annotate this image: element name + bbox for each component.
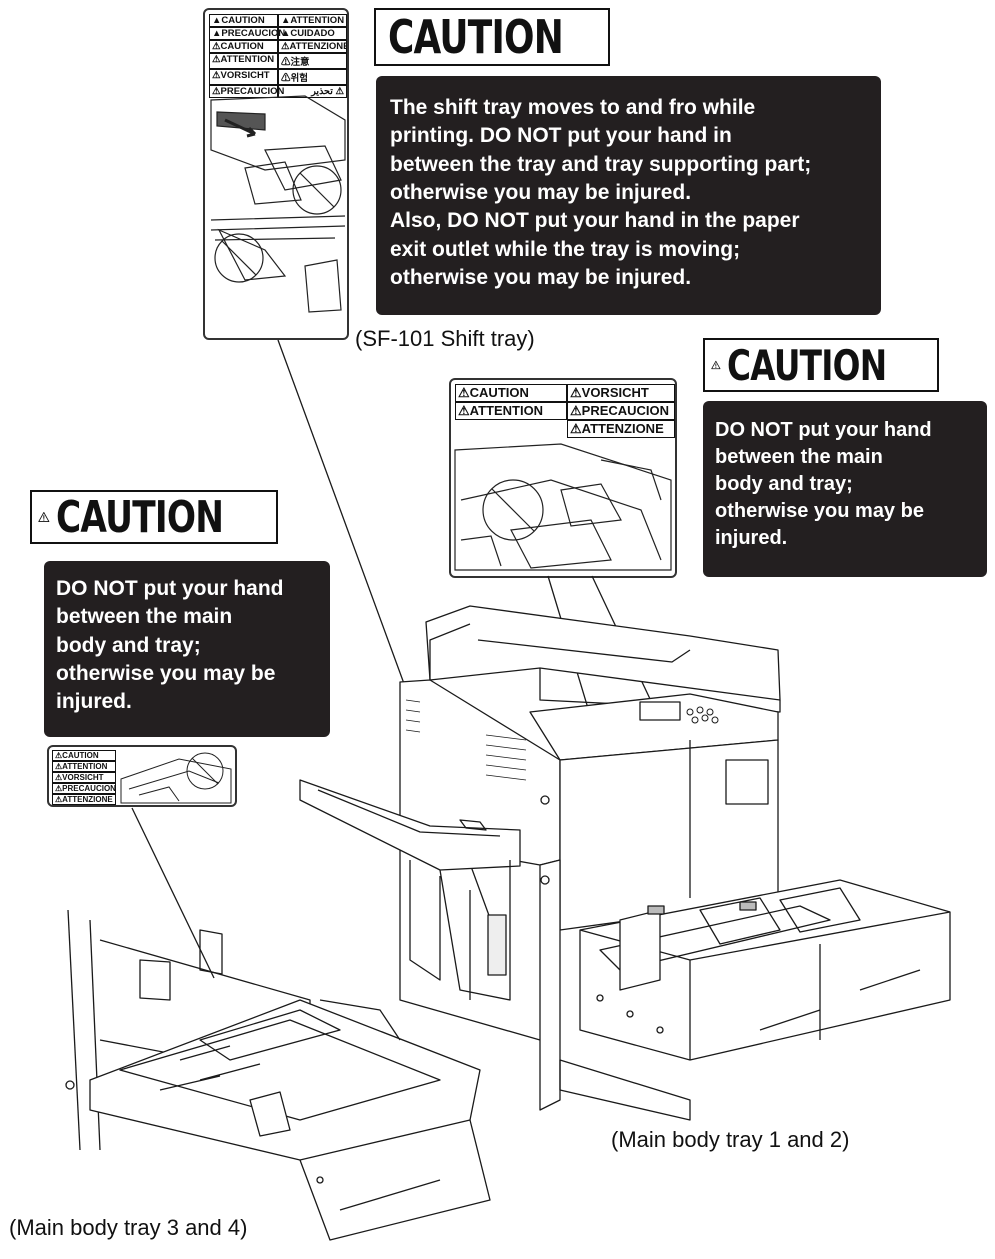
shift-tray-warning-label: ▲CAUTION ▲ATTENTION ▲PRECAUCION ▲CUIDADO… — [203, 8, 349, 340]
label-text: ⚠PRECAUCION — [209, 85, 284, 98]
tray12-label-language-grid: ⚠CAUTION ⚠VORSICHT ⚠ATTENTION ⚠PRECAUCIO… — [455, 384, 675, 438]
shift-tray-label-language-grid: ▲CAUTION ▲ATTENTION ▲PRECAUCION ▲CUIDADO… — [209, 14, 347, 98]
label-text: ⚠注意 — [278, 53, 347, 69]
shift-tray-caption: (SF-101 Shift tray) — [355, 326, 535, 351]
label-text: ⚠ATTENTION — [455, 402, 567, 420]
tray34-label-illustration — [120, 752, 232, 804]
message-line: injured. — [56, 690, 132, 714]
tray34-caution-message: DO NOT put your hand between the main bo… — [44, 561, 330, 737]
label-text: ⚠CAUTION — [52, 750, 116, 761]
shift-tray-caution-message: The shift tray moves to and fro while pr… — [376, 76, 881, 315]
message-line: otherwise you may be — [56, 662, 276, 686]
warning-triangle-icon — [711, 360, 721, 370]
message-line: The shift tray moves to and fro while — [390, 96, 756, 119]
label-text: ▲PRECAUCION — [209, 27, 285, 40]
label-text: ⚠위험 — [278, 69, 347, 85]
message-line: injured. — [715, 527, 788, 549]
label-text: ⚠ATTENTION — [209, 53, 278, 69]
caution-word: CAUTION — [388, 10, 564, 64]
label-text: تحذير ⚠ — [278, 85, 347, 98]
tray12-caption: (Main body tray 1 and 2) — [611, 1127, 850, 1152]
label-text: ⚠ATTENZIONE — [52, 794, 116, 805]
warning-triangle-icon — [38, 511, 50, 523]
label-text: ▲CAUTION — [209, 14, 278, 27]
label-text: ⚠VORSICHT — [52, 772, 116, 783]
label-text: ⚠VORSICHT — [567, 384, 675, 402]
label-text: ⚠CAUTION — [455, 384, 567, 402]
caution-header-tray34: CAUTION — [30, 490, 278, 544]
label-text: ⚠ATTENZIONE — [278, 40, 347, 53]
message-line: between the main — [715, 446, 883, 468]
message-line: body and tray; — [715, 473, 853, 495]
label-text: ▲ATTENTION — [278, 14, 347, 27]
tray12-warning-label: ⚠CAUTION ⚠VORSICHT ⚠ATTENTION ⚠PRECAUCIO… — [449, 378, 677, 578]
label-text: ⚠ATTENZIONE — [567, 420, 675, 438]
caution-word: CAUTION — [55, 491, 224, 543]
message-line: DO NOT put your hand — [715, 419, 932, 441]
label-text: ⚠PRECAUCION — [567, 402, 675, 420]
tray12-label-illustration — [454, 443, 672, 571]
tray34-label-language-grid: ⚠CAUTION ⚠ATTENTION ⚠VORSICHT ⚠PRECAUCIO… — [52, 750, 116, 805]
tray34-warning-label: ⚠CAUTION ⚠ATTENTION ⚠VORSICHT ⚠PRECAUCIO… — [47, 745, 237, 807]
label-text: ⚠PRECAUCION — [52, 783, 116, 794]
tray34-caption: (Main body tray 3 and 4) — [9, 1215, 248, 1240]
label-text: ⚠CAUTION — [209, 40, 278, 53]
message-line: printing. DO NOT put your hand in — [390, 124, 732, 148]
message-line: otherwise you may be injured. — [390, 266, 692, 290]
caution-header-tray12: CAUTION — [703, 338, 939, 392]
message-line: Also, DO NOT put your hand in the paper — [390, 209, 800, 233]
message-line: otherwise you may be injured. — [390, 181, 692, 205]
tray12-caution-message: DO NOT put your hand between the main bo… — [703, 401, 987, 577]
message-line: otherwise you may be — [715, 500, 924, 522]
message-line: body and tray; — [56, 633, 201, 657]
message-line: exit outlet while the tray is moving; — [390, 237, 741, 261]
message-line: between the main — [56, 605, 233, 629]
label-text: ⚠VORSICHT — [209, 69, 278, 85]
message-line: between the tray and tray supporting par… — [390, 152, 812, 176]
shift-tray-label-illustration — [210, 95, 346, 313]
caution-word: CAUTION — [726, 340, 887, 390]
caution-header-shift-tray: CAUTION — [374, 8, 610, 66]
message-line: DO NOT put your hand — [56, 577, 284, 600]
label-text: ⚠ATTENTION — [52, 761, 116, 772]
label-text: ▲CUIDADO — [278, 27, 347, 40]
